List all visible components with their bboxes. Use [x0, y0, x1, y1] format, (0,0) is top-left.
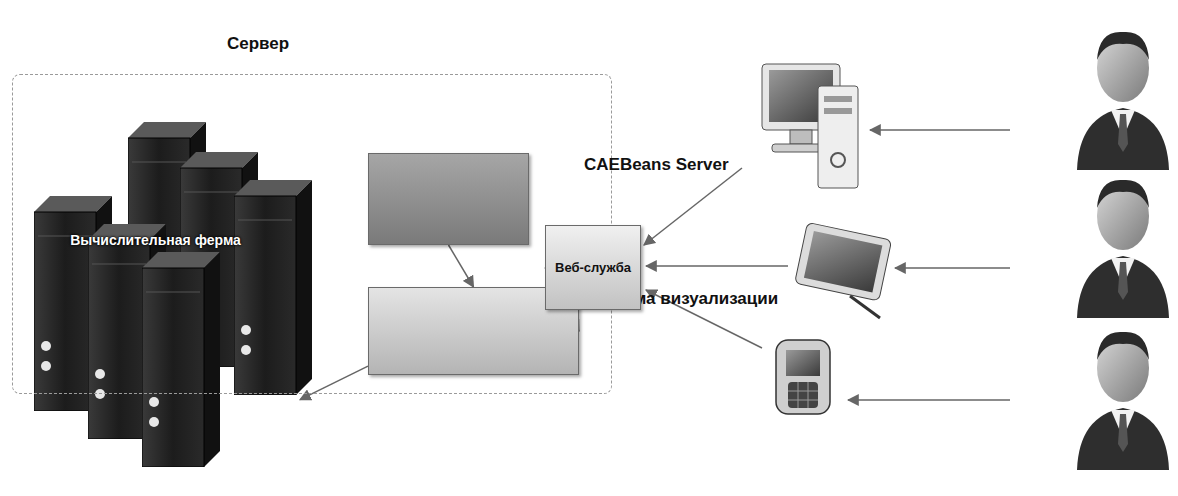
node-label: Веб-служба [555, 259, 631, 277]
tablet [795, 222, 892, 301]
connector-arrow [300, 366, 368, 399]
node-label: CAEBeans Server [584, 154, 729, 177]
connector-arrow [449, 245, 474, 287]
user [1077, 32, 1169, 170]
desktop-computer [762, 64, 858, 188]
user [1077, 332, 1169, 470]
web-service-box: Веб-служба [545, 225, 641, 310]
server-farm [34, 122, 312, 467]
region-heading: Сервер [227, 34, 289, 54]
server-box: CAEBeans Server [368, 153, 529, 245]
node-label: Вычислительная ферма [70, 232, 241, 248]
server-farm-label: Вычислительная ферма [35, 150, 300, 470]
mobile-phone [776, 340, 830, 414]
server-region: СерверВычислительная ферма CAEBeans Serve… [12, 34, 612, 394]
stylus [850, 296, 880, 318]
user [1077, 180, 1169, 318]
